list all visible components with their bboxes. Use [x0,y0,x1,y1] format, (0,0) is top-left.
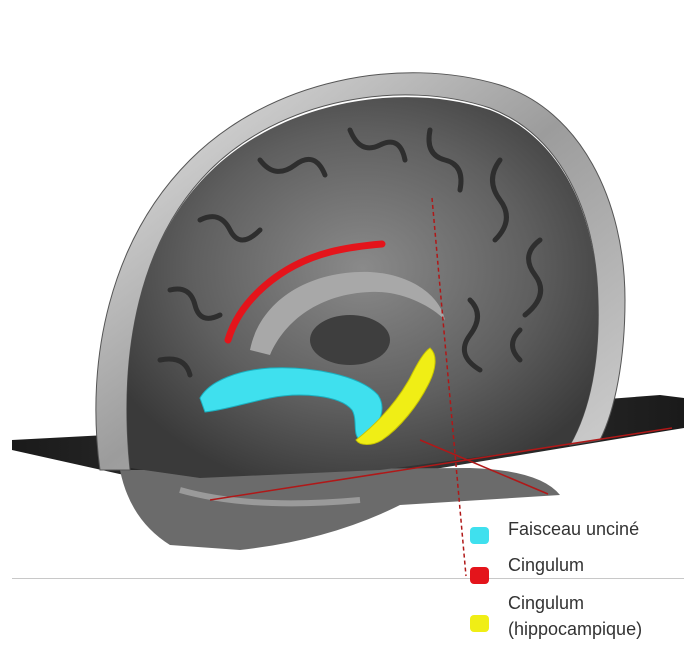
divider-line [12,578,684,579]
legend-label-hippocampal-line2: (hippocampique) [508,617,642,642]
legend-label-cingulum: Cingulum [508,553,584,578]
red-swatch-icon [470,567,489,584]
yellow-swatch-icon [470,615,489,632]
legend-label-hippocampal-line1: Cingulum [508,591,584,616]
cyan-swatch-icon [470,527,489,544]
legend-label-uncinate: Faisceau unciné [508,517,639,542]
